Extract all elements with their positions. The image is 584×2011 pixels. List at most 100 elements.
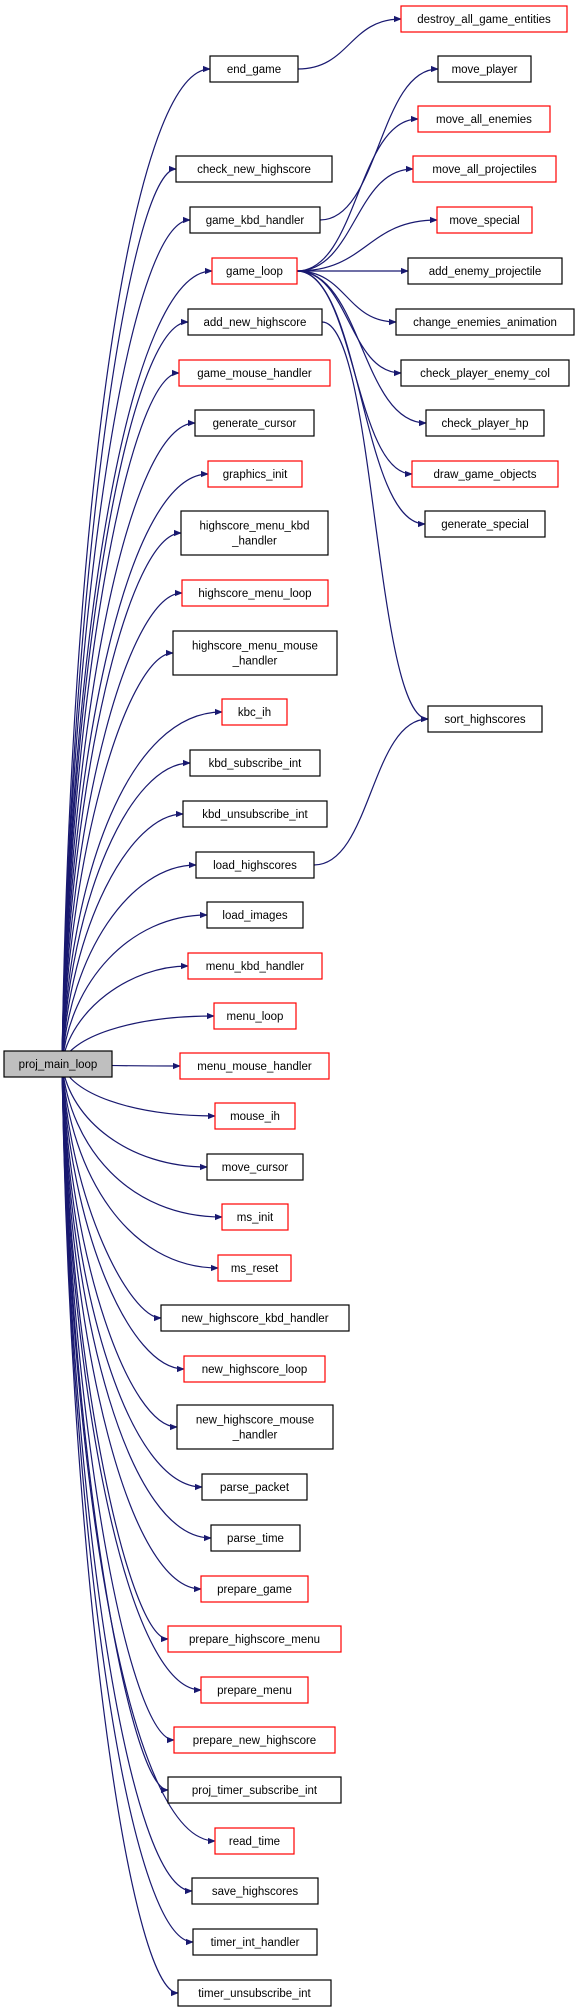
node-label-read_time: read_time	[229, 1836, 280, 1848]
nodes-layer: proj_main_loop end_game check_new_highscor…	[3, 5, 575, 2007]
node-box-load_images	[206, 901, 304, 929]
node-box-proj_main_loop	[3, 1050, 113, 1078]
node-move_all_projectiles[interactable]: move_all_projectiles	[412, 155, 557, 183]
edge-proj_main_loop-to-new_highscore_mouse_handler	[61, 1063, 178, 1431]
edge-proj_main_loop-to-highscore_menu_kbd_handler	[61, 529, 182, 1065]
node-load_highscores[interactable]: load_highscores	[195, 851, 315, 879]
node-destroy_all_game_entities[interactable]: destroy_all_game_entities	[400, 5, 568, 33]
node-kbd_subscribe_int[interactable]: kbd_subscribe_int	[189, 749, 321, 777]
node-label-end_game: end_game	[227, 64, 281, 76]
node-ms_reset[interactable]: ms_reset	[217, 1254, 292, 1282]
node-move_all_enemies[interactable]: move_all_enemies	[417, 105, 551, 133]
node-box-proj_timer_subscribe_int	[167, 1776, 342, 1804]
node-box-change_enemies_animation	[395, 308, 575, 336]
node-label-highscore_menu_mouse_handler: _handler	[232, 656, 278, 668]
node-check_player_hp[interactable]: check_player_hp	[425, 409, 545, 437]
node-mouse_ih[interactable]: mouse_ih	[214, 1102, 296, 1130]
node-graphics_init[interactable]: graphics_init	[207, 460, 303, 488]
node-proj_main_loop[interactable]: proj_main_loop	[3, 1050, 113, 1078]
node-prepare_highscore_menu[interactable]: prepare_highscore_menu	[167, 1625, 342, 1653]
node-check_new_highscore[interactable]: check_new_highscore	[175, 155, 333, 183]
node-box-move_all_enemies	[417, 105, 551, 133]
node-box-check_player_enemy_col	[400, 359, 570, 387]
node-move_player[interactable]: move_player	[437, 55, 532, 83]
node-label-kbd_unsubscribe_int: kbd_unsubscribe_int	[202, 809, 308, 821]
node-draw_game_objects[interactable]: draw_game_objects	[411, 460, 559, 488]
edge-proj_main_loop-to-highscore_menu_mouse_handler	[61, 649, 174, 1065]
node-box-load_highscores	[195, 851, 315, 879]
node-menu_kbd_handler[interactable]: menu_kbd_handler	[187, 952, 323, 980]
node-label-parse_time: parse_time	[227, 1533, 284, 1545]
node-menu_loop[interactable]: menu_loop	[213, 1002, 297, 1030]
node-box-menu_kbd_handler	[187, 952, 323, 980]
node-highscore_menu_loop[interactable]: highscore_menu_loop	[181, 579, 329, 607]
node-label-game_kbd_handler: game_kbd_handler	[206, 215, 305, 227]
node-parse_packet[interactable]: parse_packet	[201, 1473, 308, 1501]
node-box-sort_highscores	[427, 705, 543, 733]
node-label-generate_special: generate_special	[441, 519, 529, 531]
node-generate_cursor[interactable]: generate_cursor	[194, 409, 315, 437]
node-label-check_player_hp: check_player_hp	[442, 418, 529, 430]
node-end_game[interactable]: end_game	[209, 55, 299, 83]
node-label-highscore_menu_kbd_handler: _handler	[231, 536, 277, 548]
node-sort_highscores[interactable]: sort_highscores	[427, 705, 543, 733]
node-move_cursor[interactable]: move_cursor	[206, 1153, 304, 1181]
node-highscore_menu_kbd_handler[interactable]: highscore_menu_kbd_handler	[180, 510, 329, 556]
node-label-load_images: load_images	[222, 910, 287, 922]
node-box-add_new_highscore	[187, 308, 323, 336]
node-game_kbd_handler[interactable]: game_kbd_handler	[189, 206, 321, 234]
edge-proj_main_loop-to-ms_reset	[61, 1063, 219, 1272]
node-game_loop[interactable]: game_loop	[211, 257, 298, 285]
edge-proj_main_loop-to-load_images	[61, 911, 208, 1065]
node-prepare_new_highscore[interactable]: prepare_new_highscore	[173, 1726, 336, 1754]
node-menu_mouse_handler[interactable]: menu_mouse_handler	[179, 1052, 330, 1080]
node-add_enemy_projectile[interactable]: add_enemy_projectile	[407, 257, 563, 285]
node-highscore_menu_mouse_handler[interactable]: highscore_menu_mouse_handler	[172, 630, 338, 676]
node-label-kbd_subscribe_int: kbd_subscribe_int	[209, 758, 303, 770]
node-check_player_enemy_col[interactable]: check_player_enemy_col	[400, 359, 570, 387]
node-move_special[interactable]: move_special	[436, 206, 533, 234]
node-new_highscore_mouse_handler[interactable]: new_highscore_mouse_handler	[176, 1404, 334, 1450]
node-label-menu_mouse_handler: menu_mouse_handler	[197, 1061, 312, 1073]
node-new_highscore_loop[interactable]: new_highscore_loop	[183, 1355, 326, 1383]
node-box-read_time	[214, 1827, 295, 1855]
node-kbc_ih[interactable]: kbc_ih	[221, 698, 288, 726]
node-label-check_player_enemy_col: check_player_enemy_col	[420, 368, 550, 380]
edge-proj_main_loop-to-read_time	[61, 1063, 216, 1845]
edge-game_loop-to-check_player_hp	[296, 270, 427, 427]
node-box-generate_special	[424, 510, 546, 538]
node-add_new_highscore[interactable]: add_new_highscore	[187, 308, 323, 336]
node-new_highscore_kbd_handler[interactable]: new_highscore_kbd_handler	[160, 1304, 350, 1332]
node-game_mouse_handler[interactable]: game_mouse_handler	[178, 359, 331, 387]
node-box-kbd_unsubscribe_int	[182, 800, 328, 828]
node-parse_time[interactable]: parse_time	[210, 1524, 301, 1552]
node-proj_timer_subscribe_int[interactable]: proj_timer_subscribe_int	[167, 1776, 342, 1804]
node-label-move_all_enemies: move_all_enemies	[436, 114, 532, 126]
node-label-ms_reset: ms_reset	[231, 1263, 279, 1275]
node-box-kbd_subscribe_int	[189, 749, 321, 777]
node-change_enemies_animation[interactable]: change_enemies_animation	[395, 308, 575, 336]
node-box-graphics_init	[207, 460, 303, 488]
node-read_time[interactable]: read_time	[214, 1827, 295, 1855]
node-ms_init[interactable]: ms_init	[221, 1203, 289, 1231]
node-label-ms_init: ms_init	[237, 1212, 274, 1224]
node-timer_unsubscribe_int[interactable]: timer_unsubscribe_int	[177, 1979, 332, 2007]
edge-proj_main_loop-to-game_mouse_handler	[61, 369, 180, 1065]
node-generate_special[interactable]: generate_special	[424, 510, 546, 538]
node-load_images[interactable]: load_images	[206, 901, 304, 929]
node-prepare_game[interactable]: prepare_game	[200, 1575, 309, 1603]
node-kbd_unsubscribe_int[interactable]: kbd_unsubscribe_int	[182, 800, 328, 828]
node-label-sort_highscores: sort_highscores	[444, 714, 525, 726]
edge-proj_main_loop-to-timer_unsubscribe_int	[61, 1063, 179, 1997]
node-save_highscores[interactable]: save_highscores	[191, 1877, 319, 1905]
edge-proj_main_loop-to-end_game	[61, 65, 211, 1065]
node-label-kbc_ih: kbc_ih	[238, 707, 271, 719]
node-box-move_all_projectiles	[412, 155, 557, 183]
node-box-new_highscore_kbd_handler	[160, 1304, 350, 1332]
node-timer_int_handler[interactable]: timer_int_handler	[192, 1928, 318, 1956]
node-box-mouse_ih	[214, 1102, 296, 1130]
node-prepare_menu[interactable]: prepare_menu	[200, 1676, 309, 1704]
edge-proj_main_loop-to-graphics_init	[61, 470, 209, 1065]
node-box-check_new_highscore	[175, 155, 333, 183]
